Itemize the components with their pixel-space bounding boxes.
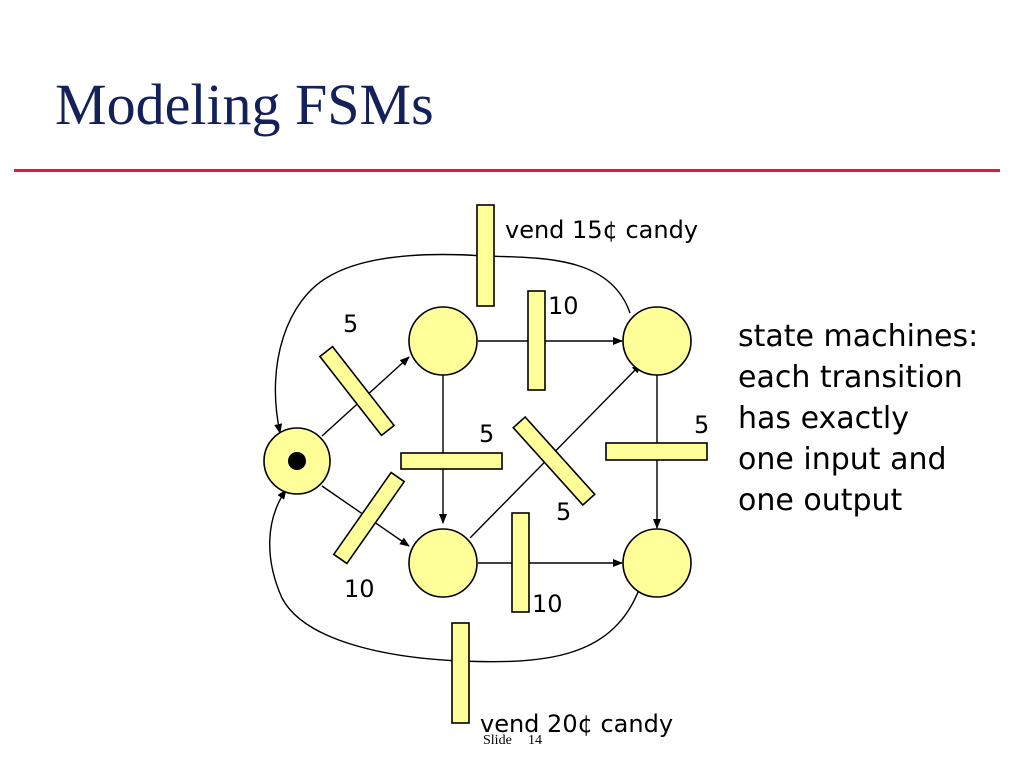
transitions [318, 204, 708, 724]
note-line-3: has exactly [738, 401, 909, 436]
slide-title: Modeling FSMs [55, 72, 434, 137]
transition-start-to-lower [332, 471, 406, 565]
state-upper-right [622, 306, 692, 376]
transition-lower-to-lower-right [511, 512, 530, 613]
label-upper-to-upper-right: 10 [548, 292, 579, 320]
transition-vend-15 [476, 204, 495, 307]
places [263, 306, 692, 598]
transition-upper-to-upper-right [527, 290, 546, 391]
token-icon [288, 452, 306, 470]
note-line-5: one output [738, 483, 903, 518]
explanation-note: state machines: each transition has exac… [738, 319, 978, 518]
state-lower-right [622, 528, 692, 598]
transition-upper-to-lower [400, 452, 503, 470]
slide-footer: Slide 14 [483, 733, 542, 748]
label-start-to-upper: 5 [343, 310, 358, 338]
transition-lower-to-upper-right [512, 415, 596, 507]
transition-labels: 5 10 10 5 5 10 5 vend 15¢ candy vend 20¢… [343, 216, 709, 738]
label-vend-20: vend 20¢ candy [480, 710, 673, 738]
note-line-2: each transition [738, 360, 963, 395]
label-upper-right-to-lower-right: 5 [694, 411, 709, 439]
arc-vend-20-return [269, 489, 639, 663]
state-lower [408, 528, 478, 598]
label-start-to-lower: 10 [344, 575, 375, 603]
state-upper [408, 306, 478, 376]
label-upper-to-lower: 5 [479, 420, 494, 448]
title-underline [14, 169, 1000, 172]
transition-start-to-upper [318, 345, 396, 437]
note-line-1: state machines: [738, 319, 978, 354]
transition-vend-20 [451, 622, 470, 724]
arc-vend-15-return [274, 253, 631, 434]
note-line-4: one input and [738, 442, 947, 477]
label-vend-15: vend 15¢ candy [505, 216, 698, 244]
footer-slide-word: Slide [483, 733, 512, 748]
transition-upper-right-to-lower-right [605, 442, 708, 461]
label-lower-to-upper-right: 5 [556, 498, 571, 526]
label-lower-to-lower-right: 10 [532, 590, 563, 618]
footer-slide-number: 14 [528, 733, 542, 748]
